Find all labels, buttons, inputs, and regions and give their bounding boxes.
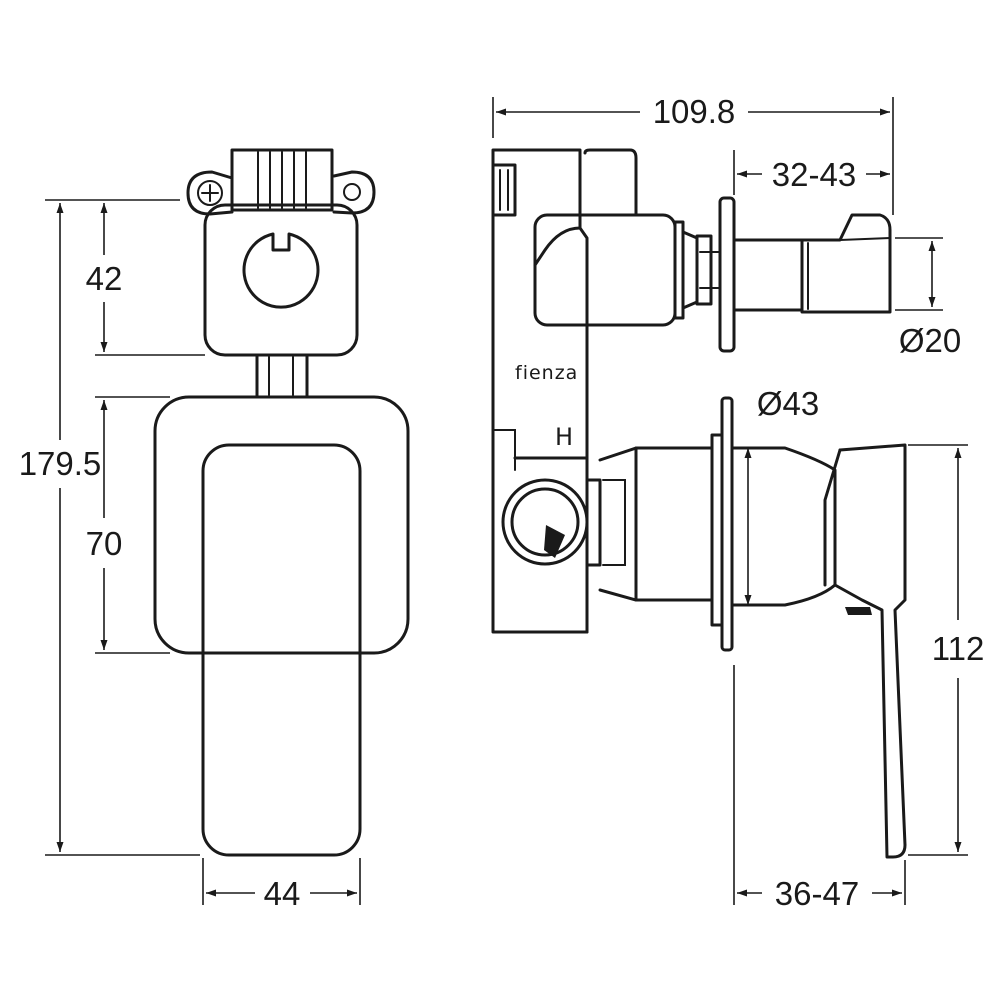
dim-lever-projection: 36-47 (775, 875, 859, 912)
dim-overall-height: 179.5 (19, 445, 102, 482)
dim-spout-diameter: Ø20 (899, 322, 961, 359)
front-dimensions (45, 199, 361, 905)
dim-plate-width: 44 (264, 875, 301, 912)
side-view: fienza H (491, 148, 907, 859)
dim-mount-height: 42 (86, 260, 123, 297)
hot-marking: H (555, 423, 573, 451)
front-view (153, 148, 410, 857)
brand-label: fienza (515, 362, 578, 384)
dim-total-depth: 109.8 (653, 93, 736, 130)
dimension-labels: 179.5 42 70 44 109.8 32-43 Ø20 Ø43 112 3… (19, 93, 985, 912)
dim-plate-height: 70 (86, 525, 123, 562)
side-dimensions (492, 97, 968, 905)
dim-spout-projection: 32-43 (772, 156, 856, 193)
dim-lever-height: 112 (932, 630, 985, 667)
dim-plate-diameter: Ø43 (757, 385, 819, 422)
